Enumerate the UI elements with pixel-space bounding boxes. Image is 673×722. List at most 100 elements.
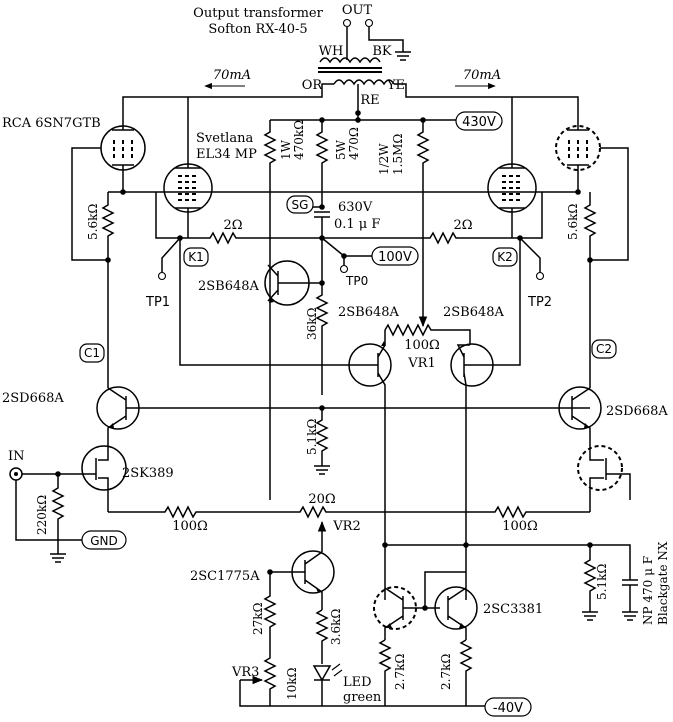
r-470k-label: 470kΩ [292,120,306,160]
input-stage: IN GND 220kΩ 2SK389 [8,445,631,563]
c-np-label: NP 470 μ F [641,556,655,625]
cathode-network: 2Ω 2Ω TP1 TP2 K1 K2 100V TP0 [145,192,552,366]
sg-box [286,195,314,214]
neg40-label: -40V [493,701,523,716]
c-630v-label: 630V [338,200,373,215]
out-terminal-left [342,18,352,28]
r-5w-label: 5W [334,139,348,160]
power-tube-left: Svetlana EL34 MP [163,97,257,238]
r-2-left-label: 2Ω [223,218,242,233]
q-2sd668a-left-label: 2SD668A [2,391,64,406]
r-2k7-right-label: 2.7kΩ [439,654,453,690]
c1-box [79,343,105,363]
q-2sb648a-left-label: 2SB648A [198,279,260,294]
q-2sb648a-mid-right-label: 2SB648A [443,305,505,320]
b-plus-rail: 430V [270,111,503,131]
power-tube-label-2: EL34 MP [196,147,257,162]
v100-label: 100V [378,250,412,265]
current-left-label: 70mA [213,68,251,83]
r-36k-label: 36kΩ [305,307,319,340]
r-3k6-label: 3.6kΩ [329,609,343,645]
sg-label: SG [292,198,309,212]
secondary-winding [319,57,381,64]
r-220k-label: 220kΩ [35,495,49,535]
k1-box [183,247,209,267]
r-1m5-label: 1.5MΩ [391,134,405,175]
vr2-value-label: 20Ω [308,492,335,507]
c2-box [591,339,617,359]
v100-box [371,246,419,266]
r-5k1-mid-label: 5.1kΩ [305,419,319,455]
led-green [312,665,332,706]
power-tube-right [487,97,537,238]
r-1w-label: 1W [279,139,293,160]
r-27k-label: 27kΩ [251,602,265,635]
vr2-name-label: VR2 [332,519,360,534]
r-5k6-left-label: 5.6kΩ [86,204,100,240]
neg40-box [484,697,532,717]
tp1-label: TP1 [145,295,170,310]
r-5k6-right-label: 5.6kΩ [566,204,580,240]
r-100-right-label: 100Ω [502,519,538,534]
q-2sb648a-mid-left-label: 2SB648A [338,305,400,320]
led-label: LED [343,675,372,690]
transformer-title: Output transformer [193,6,323,21]
r-470-label: 470Ω [347,127,361,160]
r-half-w-label: 1/2W [377,143,391,175]
current-right-label: 70mA [463,68,501,83]
vr3-name-label: VR3 [231,665,259,680]
led-color-label: green [343,690,382,705]
b-plus-box [455,111,503,131]
k2-label: K2 [497,250,513,264]
c-0u1-label: 0.1 μ F [334,217,380,232]
out-ground-symbol [395,51,411,61]
r-5k1-mid: 5.1kΩ [305,408,330,475]
q-2sd668a-right-label: 2SD668A [606,404,668,419]
tp2-terminal [535,271,545,281]
vr1-pair: 2SB648A 2SB648A 100Ω VR1 [338,305,505,600]
transformer-model: Softon RX-40-5 [208,22,307,37]
tp1-terminal [157,271,167,281]
in-label: IN [8,449,25,464]
r-5k1-right-label: 5.1kΩ [595,564,609,600]
out-label: OUT [342,3,373,18]
cathode-resistors: 5.6kΩ 5.6kΩ [86,192,597,388]
r-10k-label: 10kΩ [285,667,299,700]
k1-label: K1 [188,250,204,264]
wh-label: WH [319,44,344,59]
re-label: RE [360,93,379,108]
source-resistors: 100Ω 100Ω 20Ω VR2 [108,492,590,552]
transistor-2sc1775a: 2SC1775A 27kΩ 10kΩ VR3 3.6kΩ LED green [190,550,485,707]
screen-supply: 1W 470kΩ 5W 470Ω 1/2W 1.5MΩ SG 630V 0.1 … [263,120,430,500]
driver-tube-left: RCA 6SN7GTB [2,116,146,261]
bk-label: BK [372,44,392,59]
r-2-right-label: 2Ω [453,218,472,233]
power-tube-label-1: Svetlana [196,131,253,146]
r-100-left-label: 100Ω [172,519,208,534]
tp0-label: TP0 [345,274,368,288]
c1-label: C1 [84,346,100,360]
tp0-terminal [339,264,349,274]
r-2k7-left-label: 2.7kΩ [393,654,407,690]
q-2sk389-label: 2SK389 [122,466,174,481]
tp2-label: TP2 [527,295,552,310]
primary-winding [333,79,395,86]
transistor-2sd668a-right: 2SD668A [558,386,668,448]
b-plus-label: 430V [462,115,496,130]
q-2sc3381-label: 2SC3381 [483,602,543,617]
vr1-name-label: VR1 [407,356,435,371]
transistor-2sb648a-left: 2SB648A 36kΩ [198,240,329,395]
vr1-value-label: 100Ω [404,338,440,353]
output-transformer: Output transformer Softon RX-40-5 OUT WH… [122,3,579,120]
c-blackgate-label: Blackgate NX [656,541,670,625]
ye-label: YE [386,78,405,93]
k2-box [492,247,518,267]
right-bias-network: 5.1kΩ NP 470 μ F Blackgate NX [582,541,670,625]
driver-tube-label: RCA 6SN7GTB [2,116,101,131]
gnd-label: GND [90,534,118,548]
q-2sc1775a-label: 2SC1775A [190,569,260,584]
out-terminal-right [364,18,374,28]
or-label: OR [302,78,324,93]
gnd-box [81,530,127,550]
